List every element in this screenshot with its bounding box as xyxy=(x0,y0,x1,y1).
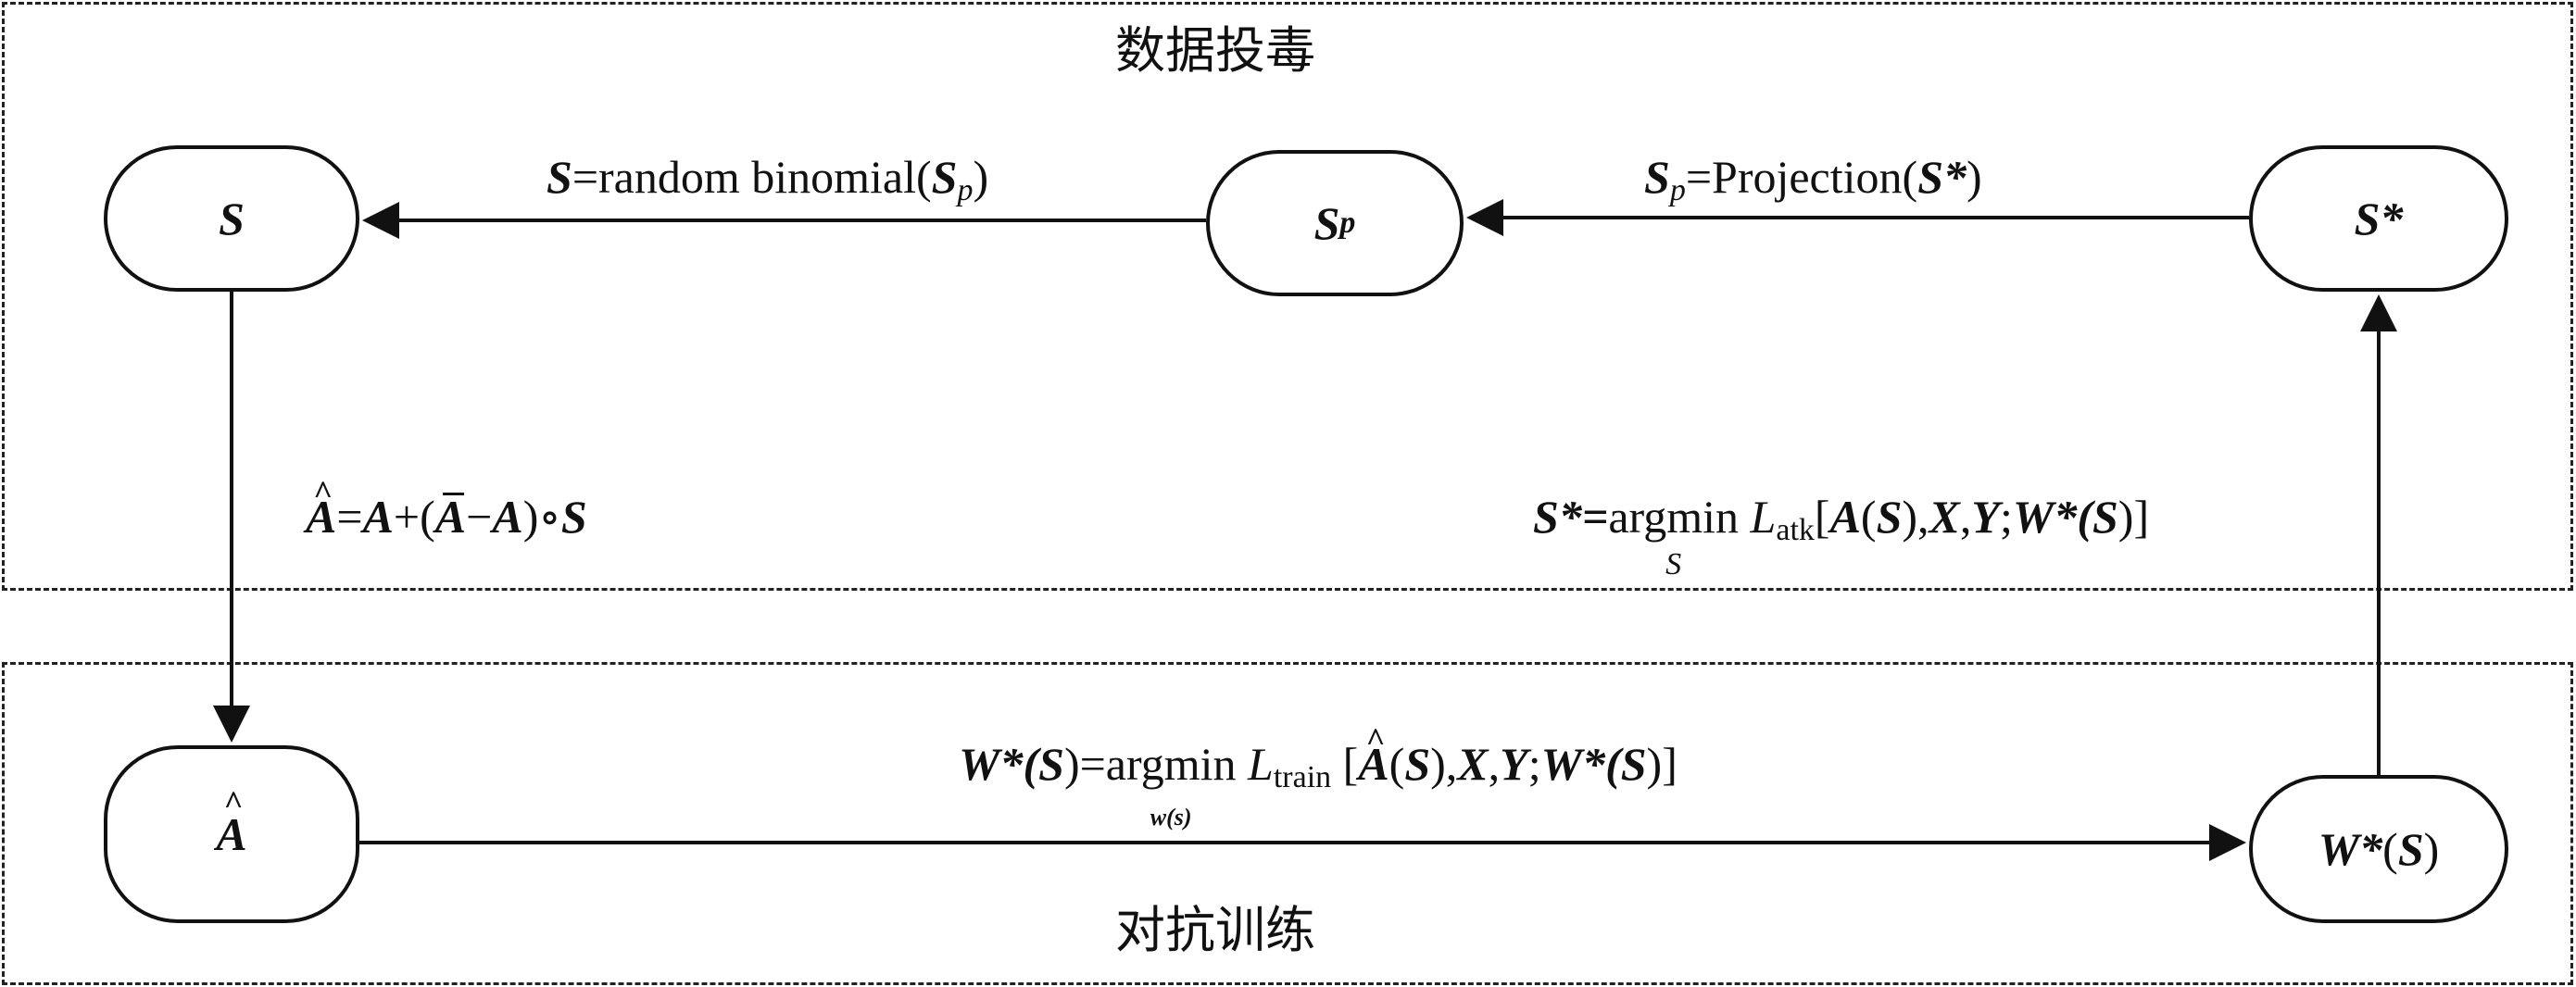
eq4-a-arg: S xyxy=(1876,491,1903,543)
node-sstar-symbol: S xyxy=(2354,193,2381,244)
eq3-a2: A xyxy=(492,491,523,543)
data-poisoning-region xyxy=(2,2,2573,591)
eq1-close: ) xyxy=(973,151,989,203)
eq4-a-close: ), xyxy=(1902,491,1929,543)
eq1-arg-sub: p xyxy=(957,173,974,207)
eq3-s: S xyxy=(560,491,587,543)
node-wstar-close: ) xyxy=(2423,823,2440,875)
eq3-abar: A xyxy=(434,491,467,543)
eq5-open: [ xyxy=(1342,738,1359,790)
eq4-x: X xyxy=(1929,491,1960,543)
eq4-lhs: S xyxy=(1533,491,1559,543)
eq5-a-open: ( xyxy=(1389,738,1405,790)
eq5-lhs: W xyxy=(959,738,1000,790)
eq4-argmin-text: argmin xyxy=(1608,491,1740,543)
node-sp-subscript: p xyxy=(1339,206,1356,240)
eq4-w: W xyxy=(2012,491,2055,543)
eq3-eq: = xyxy=(336,491,363,543)
eq3-plus: +( xyxy=(393,491,435,543)
node-ahat: A xyxy=(104,745,359,923)
eq4-comma: , xyxy=(1959,491,1972,543)
eq4-a: A xyxy=(1829,491,1861,543)
eq1-lhs: S xyxy=(547,151,572,203)
eq5-semi: ; xyxy=(1527,738,1541,790)
node-wstar: W*(S) xyxy=(2249,775,2508,923)
eq4-close: )] xyxy=(2117,491,2150,543)
eq5-argmin-text: argmin xyxy=(1105,738,1237,790)
eq5-lhs-arg: S xyxy=(1038,738,1064,790)
node-s-symbol: S xyxy=(219,193,245,244)
eq3-minus: − xyxy=(466,491,493,543)
eq2-text: =Projection( xyxy=(1685,151,1918,203)
eq4-loss: L xyxy=(1750,491,1777,543)
eq5-close: )] xyxy=(1646,738,1678,790)
eq4-a-open: ( xyxy=(1860,491,1877,543)
eq2-arg: S* xyxy=(1917,151,1967,203)
eq4-w-star: *( xyxy=(2054,491,2092,543)
eq3-a1: A xyxy=(362,491,394,543)
eq5-loss: L xyxy=(1248,738,1274,790)
node-wstar-open: ( xyxy=(2382,823,2398,875)
eq4-open: [ xyxy=(1814,491,1830,543)
node-sstar: S* xyxy=(2249,145,2508,292)
eq4-w-arg: S xyxy=(2092,491,2118,543)
adversarial-training-title: 对抗训练 xyxy=(1115,901,1315,959)
eq4-loss-sub: atk xyxy=(1776,513,1815,547)
node-wstar-arg: S xyxy=(2397,823,2424,875)
eq5-argmin: argmin w(s) xyxy=(1105,738,1237,831)
adversarial-training-region xyxy=(2,662,2573,985)
eq5-comma: , xyxy=(1488,738,1501,790)
eq3-close: )∘ xyxy=(522,491,561,543)
eq3-lhs: A xyxy=(306,491,336,543)
edge-label-sp-to-s: S=random binomial(Sp) xyxy=(547,151,988,217)
eq5-loss-sub: train xyxy=(1273,760,1332,794)
eq4-y: Y xyxy=(1971,491,2000,543)
edge-label-sstar-to-sp: Sp=Projection(S*) xyxy=(1644,151,1982,217)
edge-label-s-to-ahat: A=A+(A−A)∘S xyxy=(306,491,587,543)
eq5-x: X xyxy=(1457,738,1489,790)
eq5-y: Y xyxy=(1500,738,1528,790)
eq1-arg: S xyxy=(931,151,958,203)
eq5-eq: )= xyxy=(1063,738,1106,790)
eq2-close: ) xyxy=(1967,151,1982,203)
eq5-star: *( xyxy=(999,738,1039,790)
eq4-argmin-under: S xyxy=(1665,547,1682,581)
eq4-semi: ; xyxy=(1999,491,2013,543)
eq5-a: A xyxy=(1358,738,1389,790)
eq5-a-arg: S xyxy=(1404,738,1431,790)
eq5-argmin-under: w(s) xyxy=(1150,804,1192,831)
eq4-star: *= xyxy=(1558,491,1609,543)
node-ahat-symbol: A xyxy=(216,807,246,861)
eq2-lhs-sub: p xyxy=(1669,173,1686,207)
node-wstar-symbol: W xyxy=(2318,823,2360,875)
node-s: S xyxy=(104,145,359,292)
eq5-a-close: ), xyxy=(1430,738,1458,790)
eq1-text: =random binomial( xyxy=(572,151,932,203)
eq2-lhs: S xyxy=(1644,151,1670,203)
node-wstar-star: * xyxy=(2359,823,2383,875)
eq5-w-arg: S xyxy=(1620,738,1647,790)
data-poisoning-title: 数据投毒 xyxy=(1115,21,1315,80)
node-sp-symbol: S xyxy=(1313,197,1340,249)
eq5-w: W xyxy=(1540,738,1583,790)
node-sstar-star: * xyxy=(2380,193,2404,244)
eq5-w-star: *( xyxy=(1582,738,1621,790)
